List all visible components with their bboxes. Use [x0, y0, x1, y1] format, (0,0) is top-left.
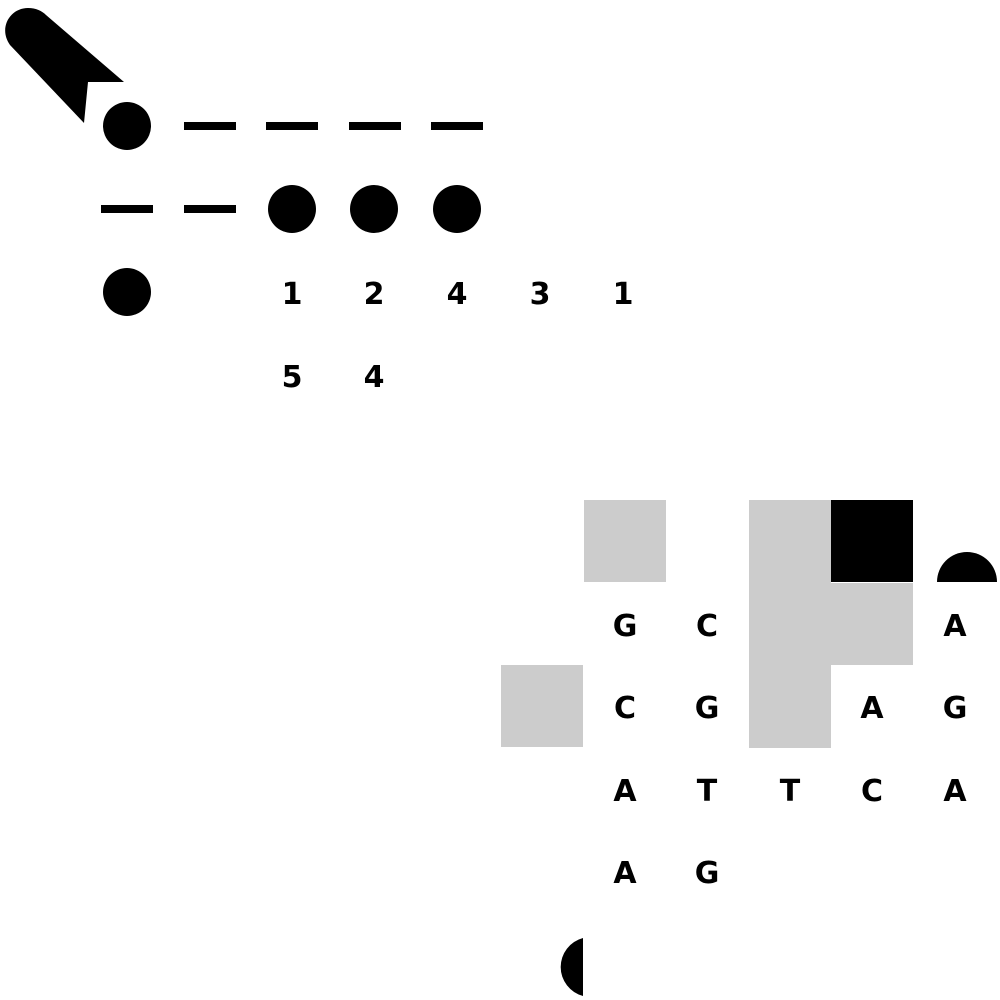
- black-block: [831, 500, 913, 582]
- semicircle-top-icon: [937, 552, 997, 582]
- shaded-block: [501, 665, 583, 747]
- letter-cell: A: [613, 773, 637, 809]
- letter-cell: T: [696, 773, 718, 809]
- digit-cell: 1: [281, 276, 303, 312]
- letter-cell: G: [694, 690, 720, 726]
- digit-cell: 4: [446, 276, 468, 312]
- symbol-dash: [184, 122, 236, 130]
- digit-cell: 4: [363, 359, 385, 395]
- symbol-dash: [349, 122, 401, 130]
- letter-cell: C: [695, 608, 719, 644]
- symbol-dash: [101, 205, 153, 213]
- digit-cell: 1: [612, 276, 634, 312]
- letter-cell: A: [943, 773, 967, 809]
- pill-flag-icon: [5, 8, 124, 123]
- letter-cell: A: [860, 690, 884, 726]
- symbol-circle: [433, 185, 481, 233]
- symbol-dash: [184, 205, 236, 213]
- letter-cell: C: [613, 690, 637, 726]
- semicircle-left-icon: [560, 938, 583, 996]
- letter-cell: G: [612, 608, 638, 644]
- symbol-circle: [350, 185, 398, 233]
- shaded-block: [831, 583, 913, 665]
- digit-cell: 2: [363, 276, 385, 312]
- symbol-circle: [103, 268, 151, 316]
- letter-cell: T: [779, 773, 801, 809]
- letter-cell: A: [613, 855, 637, 891]
- symbol-circle: [268, 185, 316, 233]
- letter-cell: G: [942, 690, 968, 726]
- shaded-block: [584, 500, 666, 582]
- letter-cell: A: [943, 608, 967, 644]
- symbol-dash: [266, 122, 318, 130]
- letter-cell: C: [860, 773, 884, 809]
- digit-cell: 5: [281, 359, 303, 395]
- shaded-block: [749, 500, 831, 748]
- symbol-circle: [103, 102, 151, 150]
- digit-cell: 3: [529, 276, 551, 312]
- letter-cell: G: [694, 855, 720, 891]
- symbol-dash: [431, 122, 483, 130]
